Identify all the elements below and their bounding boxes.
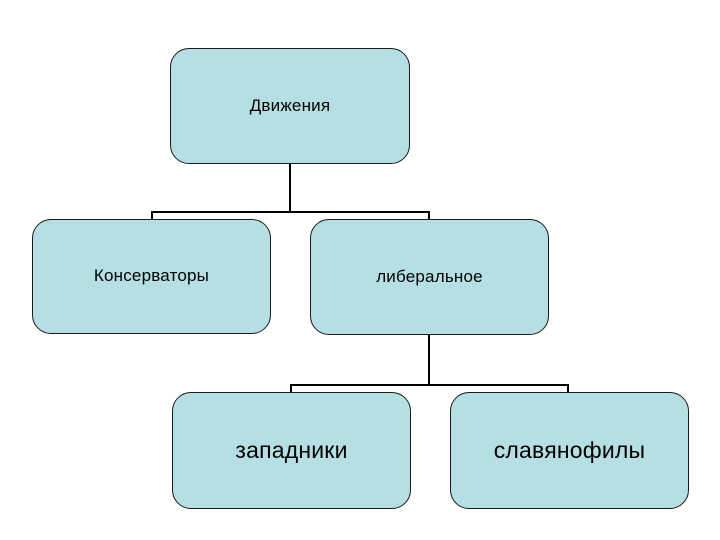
node-label-slavyanofily: славянофилы	[493, 436, 646, 463]
connector-root-to-conservative	[151, 211, 153, 220]
connector-liberal-to-westernizers	[290, 384, 292, 394]
connector-root-to-liberal	[428, 211, 430, 220]
node-label-dvizheniya: Движения	[249, 95, 331, 115]
connector-tier2-horizontal-bar	[290, 384, 569, 386]
node-label-zapadniki: западники	[235, 436, 348, 463]
node-konservatory[interactable]: Консерваторы	[32, 219, 271, 334]
node-zapadniki[interactable]: западники	[172, 392, 411, 509]
connector-root-to-tier1-stem	[289, 163, 291, 213]
node-slavyanofily[interactable]: славянофилы	[450, 392, 689, 509]
connector-liberal-to-tier2-stem	[428, 334, 430, 386]
node-dvizheniya[interactable]: Движения	[170, 48, 410, 164]
node-label-liberalnoe: либеральное	[376, 266, 483, 286]
connector-tier1-horizontal-bar	[151, 211, 430, 213]
node-label-konservatory: Консерваторы	[93, 266, 210, 286]
node-liberalnoe[interactable]: либеральное	[310, 219, 549, 335]
connector-liberal-to-slavophiles	[567, 384, 569, 394]
